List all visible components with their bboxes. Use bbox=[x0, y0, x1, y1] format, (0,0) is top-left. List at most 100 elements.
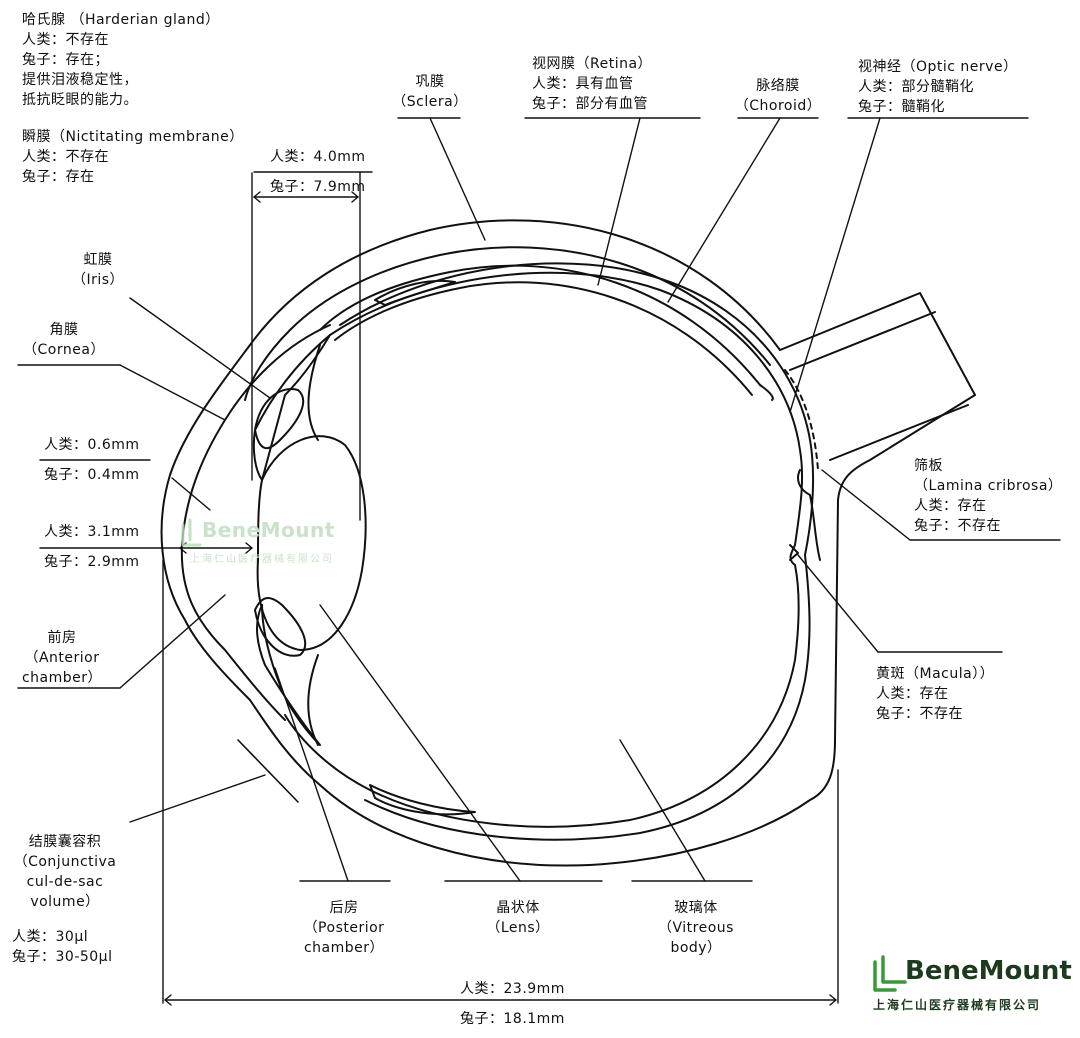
cornea-thickness-human: 人类：0.6mm bbox=[44, 437, 140, 453]
harderian-human: 人类：不存在 bbox=[22, 32, 109, 48]
watermark-sub: 上海仁山医疗器械有限公司 bbox=[190, 554, 334, 565]
retina-label: 视网膜（Retina） 人类：具有血管 兔子：部分有血管 bbox=[532, 54, 652, 114]
nictitating-label: 瞬膜（Nictitating membrane） 人类：不存在 兔子：存在 bbox=[22, 127, 244, 187]
lens-label: 晶状体 （Lens） bbox=[478, 898, 558, 938]
retina-outer-surface bbox=[339, 262, 815, 841]
lens-en: （Lens） bbox=[486, 920, 550, 936]
conjunctiva-name: 结膜囊容积 bbox=[28, 834, 102, 850]
retina-top-band bbox=[374, 279, 456, 306]
vitreous-en-1: （Vitreous bbox=[658, 920, 734, 936]
conjunctiva-fold bbox=[237, 739, 299, 803]
anterior-depth-rabbit: 兔子：2.9mm bbox=[44, 554, 140, 570]
macula-label: 黄斑（Macula）） 人类：存在 兔子：不存在 bbox=[876, 664, 994, 724]
macula-notch bbox=[789, 544, 799, 561]
sclera-outer-outline bbox=[160, 219, 976, 867]
optic-nerve-sheath-lower bbox=[829, 404, 969, 461]
choroid-label: 脉络膜 （Choroid） bbox=[732, 76, 824, 116]
conjunctiva-en-2: cul-de-sac bbox=[26, 874, 104, 890]
watermark-brand: BeneMount bbox=[202, 518, 335, 542]
watermark-mark bbox=[181, 518, 202, 547]
retina-human: 人类：具有血管 bbox=[532, 76, 634, 92]
leader-lines bbox=[17, 117, 1061, 882]
conjunctiva-en-1: （Conjunctiva bbox=[13, 854, 117, 870]
lamina-en: （Lamina cribrosa） bbox=[914, 478, 1063, 494]
sclera-en: （Sclera） bbox=[392, 94, 468, 110]
vitreous-label: 玻璃体 （Vitreous body） bbox=[650, 898, 742, 958]
cornea-thickness-arrow bbox=[39, 459, 211, 511]
lamina-cribrosa-label: 筛板 （Lamina cribrosa） 人类：存在 兔子：不存在 bbox=[914, 456, 1062, 536]
optic-nerve-label: 视神经（Optic nerve） 人类：部分髓鞘化 兔子：髓鞘化 bbox=[858, 57, 1018, 117]
harderian-rabbit: 兔子：存在； bbox=[22, 52, 109, 68]
axial-length-human: 人类：23.9mm bbox=[460, 981, 565, 997]
lens-thickness-human: 人类：4.0mm bbox=[270, 149, 366, 165]
iris-upper bbox=[252, 334, 331, 481]
harderian-desc-2: 抵抗眨眼的能力。 bbox=[22, 92, 138, 108]
cornea-name: 角膜 bbox=[49, 322, 79, 338]
lamina-human: 人类：存在 bbox=[914, 498, 987, 514]
nictitating-name: 瞬膜（Nictitating membrane） bbox=[22, 129, 244, 145]
sclera-name: 巩膜 bbox=[415, 74, 445, 90]
sclera-inner-outline bbox=[244, 246, 771, 401]
iris-lower bbox=[256, 604, 321, 746]
iris-name: 虹膜 bbox=[83, 252, 113, 268]
conjunctiva-volumes: 人类：30μl 兔子：30-50μl bbox=[12, 927, 112, 967]
posterior-chamber-name: 后房 bbox=[329, 900, 359, 916]
logo-brand: BeneMount bbox=[905, 956, 1072, 986]
axial-length-measure bbox=[162, 559, 839, 1006]
retina-bottom-band bbox=[369, 784, 476, 816]
cornea-en: （Cornea） bbox=[23, 342, 105, 358]
lens-name: 晶状体 bbox=[496, 900, 540, 916]
optic-nerve-rabbit: 兔子：髓鞘化 bbox=[858, 99, 945, 115]
nictitating-rabbit: 兔子：存在 bbox=[22, 169, 95, 185]
optic-nerve-sheath-upper bbox=[789, 311, 936, 371]
cornea-label: 角膜 （Cornea） bbox=[18, 320, 110, 360]
axial-length-rabbit: 兔子：18.1mm bbox=[460, 1011, 565, 1027]
zonule-lower bbox=[307, 654, 319, 746]
posterior-chamber-en-2: chamber） bbox=[303, 940, 385, 956]
posterior-chamber-label: 后房 （Posterior chamber） bbox=[292, 898, 396, 958]
conjunctiva-rabbit: 兔子：30-50μl bbox=[12, 949, 113, 965]
posterior-chamber-en-1: （Posterior bbox=[303, 920, 385, 936]
ciliary-upper bbox=[254, 388, 305, 450]
iris-label: 虹膜 （Iris） bbox=[66, 250, 130, 290]
lamina-rabbit: 兔子：不存在 bbox=[914, 518, 1001, 534]
optic-nerve-name: 视神经（Optic nerve） bbox=[858, 59, 1018, 75]
anterior-chamber-label: 前房 （Anterior chamber） bbox=[14, 628, 110, 688]
anterior-chamber-en-2: chamber） bbox=[21, 670, 103, 686]
sclera-label: 巩膜 （Sclera） bbox=[392, 72, 468, 112]
optic-nerve-human: 人类：部分髓鞘化 bbox=[858, 79, 974, 95]
macula-human: 人类：存在 bbox=[876, 686, 949, 702]
logo-mark-icon bbox=[873, 955, 907, 992]
conjunctiva-en-3: volume） bbox=[30, 894, 100, 910]
choroid-name: 脉络膜 bbox=[756, 78, 800, 94]
vitreous-en-2: body） bbox=[670, 940, 722, 956]
zonule-upper bbox=[307, 344, 321, 441]
vitreous-name: 玻璃体 bbox=[674, 900, 718, 916]
optic-nerve-top bbox=[779, 292, 976, 396]
anterior-chamber-en-1: （Anterior bbox=[24, 650, 100, 666]
nictitating-human: 人类：不存在 bbox=[22, 149, 109, 165]
harderian-desc-1: 提供泪液稳定性， bbox=[22, 72, 138, 88]
lamina-cribrosa-dashed bbox=[784, 369, 819, 471]
iris-en: （Iris） bbox=[71, 272, 125, 288]
harderian-gland-label: 哈氏腺 （Harderian gland） 人类：不存在 兔子：存在； 提供泪液… bbox=[22, 10, 220, 110]
macula-name: 黄斑（Macula）） bbox=[876, 666, 995, 682]
anterior-chamber-name: 前房 bbox=[47, 630, 77, 646]
retina-inner-surface bbox=[284, 271, 804, 828]
optic-disc-lower bbox=[797, 469, 821, 561]
conjunctiva-label: 结膜囊容积 （Conjunctiva cul-de-sac volume） bbox=[10, 832, 120, 912]
logo-sub: 上海仁山医疗器械有限公司 bbox=[873, 998, 1042, 1012]
lamina-name: 筛板 bbox=[914, 458, 943, 474]
conjunctiva-human: 人类：30μl bbox=[12, 929, 89, 945]
macula-rabbit: 兔子：不存在 bbox=[876, 706, 963, 722]
anterior-depth-human: 人类：3.1mm bbox=[44, 524, 140, 540]
choroid-outer-line bbox=[319, 264, 761, 386]
lens-thickness-rabbit: 兔子：7.9mm bbox=[270, 179, 366, 195]
lens-outline bbox=[256, 435, 367, 651]
choroid-inner-line bbox=[334, 281, 753, 396]
ciliary-lower bbox=[254, 597, 307, 657]
optic-disc-upper bbox=[759, 384, 774, 401]
retina-name: 视网膜（Retina） bbox=[532, 56, 653, 72]
